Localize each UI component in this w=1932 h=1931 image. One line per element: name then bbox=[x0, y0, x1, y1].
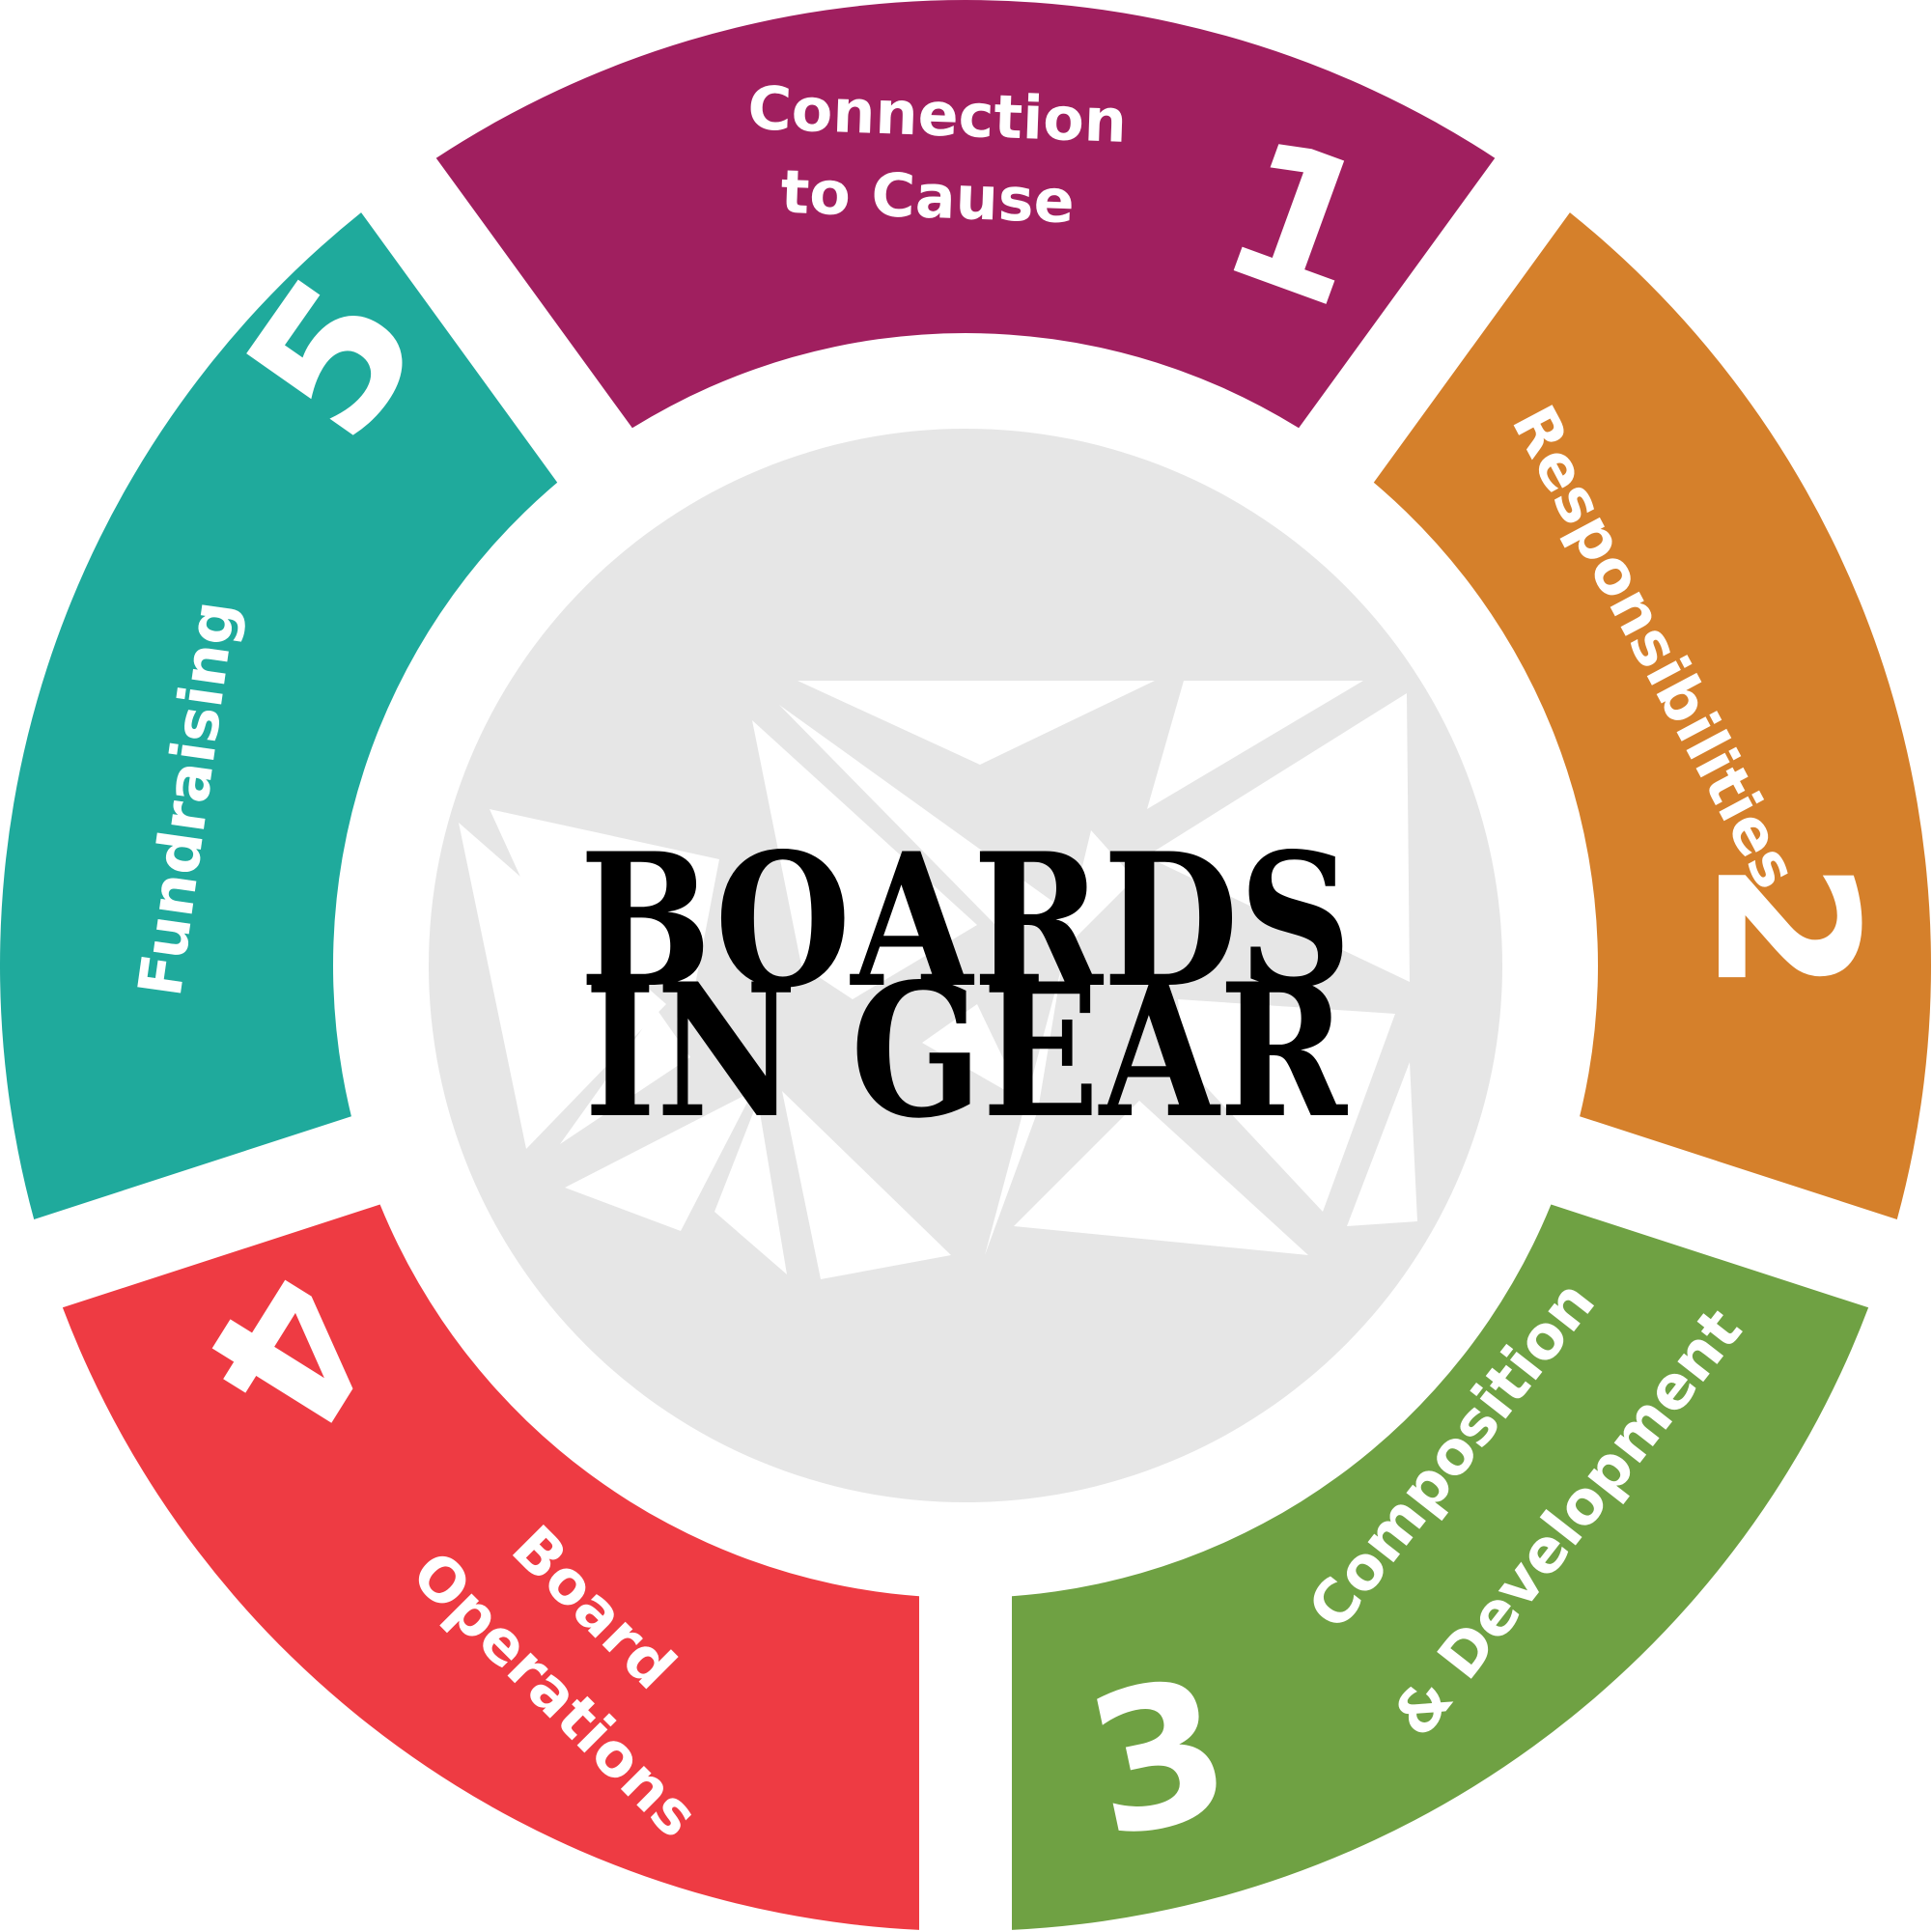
segment-label: Connection bbox=[746, 72, 1128, 156]
segment-2 bbox=[1373, 212, 1932, 1220]
segment-3 bbox=[1012, 1204, 1869, 1930]
center-facet-pattern bbox=[459, 681, 1417, 1279]
segment-5 bbox=[0, 212, 558, 1220]
segment-1 bbox=[435, 0, 1496, 429]
segment-label: to Cause bbox=[779, 156, 1076, 238]
segment-number: 2 bbox=[1672, 859, 1897, 993]
title-line-2: IN GEAR bbox=[584, 943, 1349, 1159]
title-line-1: BOARDS bbox=[579, 813, 1352, 1028]
segment-4 bbox=[62, 1204, 919, 1930]
center-title: BOARDS IN GEAR bbox=[579, 813, 1352, 1159]
